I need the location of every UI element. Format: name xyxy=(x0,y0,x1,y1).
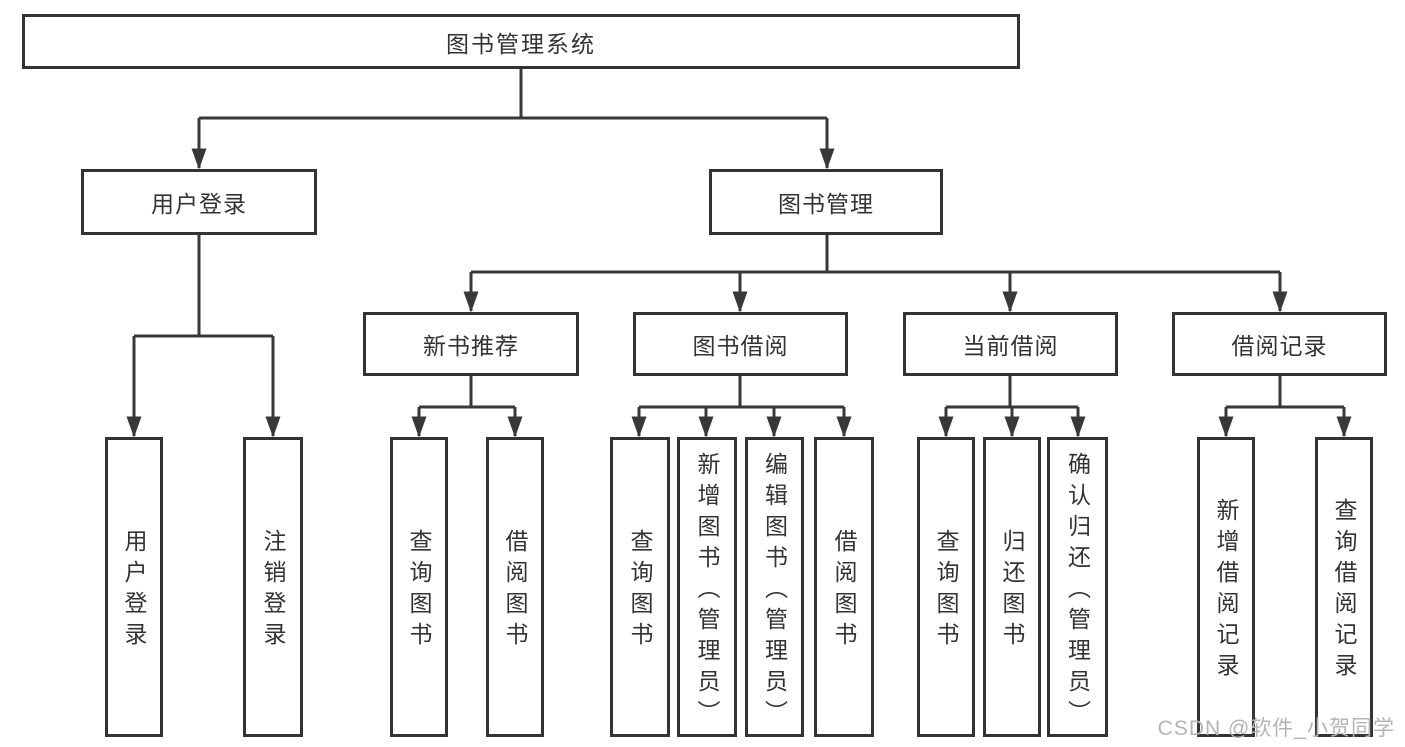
leaf-query-book-3: 查询图书 xyxy=(917,437,975,737)
leaf-return-book: 归还图书 xyxy=(983,437,1041,737)
leaf-logout: 注销登录 xyxy=(243,437,303,737)
node-new-book-recommend-label: 新书推荐 xyxy=(423,333,519,359)
leaf-query-book-1-label: 查询图书 xyxy=(406,529,432,653)
leaf-edit-book-admin: 编辑图书（管理员） xyxy=(745,437,804,737)
node-borrow-record: 借阅记录 xyxy=(1172,312,1387,376)
leaf-add-book-admin-label: 新增图书（管理员） xyxy=(694,451,720,731)
leaf-confirm-return-admin-label: 确认归还（管理员） xyxy=(1064,451,1091,731)
node-new-book-recommend: 新书推荐 xyxy=(363,312,579,376)
leaf-return-book-label: 归还图书 xyxy=(999,529,1025,653)
leaf-add-borrow-record-label: 新增借阅记录 xyxy=(1213,498,1239,684)
leaf-user-login-label: 用户登录 xyxy=(121,529,147,653)
node-borrow-record-label: 借阅记录 xyxy=(1231,333,1328,359)
leaf-query-book-1: 查询图书 xyxy=(390,437,448,737)
watermark: CSDN @软件_小贺同学 xyxy=(1157,717,1395,740)
node-current-borrow: 当前借阅 xyxy=(903,312,1118,376)
leaf-query-borrow-record: 查询借阅记录 xyxy=(1315,437,1373,737)
leaf-query-book-2: 查询图书 xyxy=(610,437,670,737)
leaf-borrow-book-2: 借阅图书 xyxy=(814,437,874,737)
node-root-label: 图书管理系统 xyxy=(446,30,596,57)
node-current-borrow-label: 当前借阅 xyxy=(962,333,1059,359)
leaf-query-borrow-record-label: 查询借阅记录 xyxy=(1331,498,1357,684)
node-book-management-label: 图书管理 xyxy=(778,191,874,217)
leaf-user-login: 用户登录 xyxy=(105,437,163,737)
node-root: 图书管理系统 xyxy=(22,14,1020,69)
leaf-edit-book-admin-label: 编辑图书（管理员） xyxy=(761,451,788,731)
node-user-login-label: 用户登录 xyxy=(151,191,247,217)
node-book-management: 图书管理 xyxy=(709,169,943,235)
leaf-add-borrow-record: 新增借阅记录 xyxy=(1197,437,1255,737)
leaf-query-book-2-label: 查询图书 xyxy=(627,529,653,653)
leaf-borrow-book-2-label: 借阅图书 xyxy=(831,529,857,653)
node-user-login: 用户登录 xyxy=(81,169,317,235)
leaf-add-book-admin: 新增图书（管理员） xyxy=(677,437,737,737)
leaf-borrow-book-1: 借阅图书 xyxy=(486,437,544,737)
node-book-borrow-label: 图书借阅 xyxy=(692,333,789,359)
leaf-borrow-book-1-label: 借阅图书 xyxy=(502,529,528,653)
node-book-borrow: 图书借阅 xyxy=(633,312,848,376)
leaf-query-book-3-label: 查询图书 xyxy=(933,529,959,653)
leaf-logout-label: 注销登录 xyxy=(260,529,286,653)
leaf-confirm-return-admin: 确认归还（管理员） xyxy=(1047,437,1108,737)
